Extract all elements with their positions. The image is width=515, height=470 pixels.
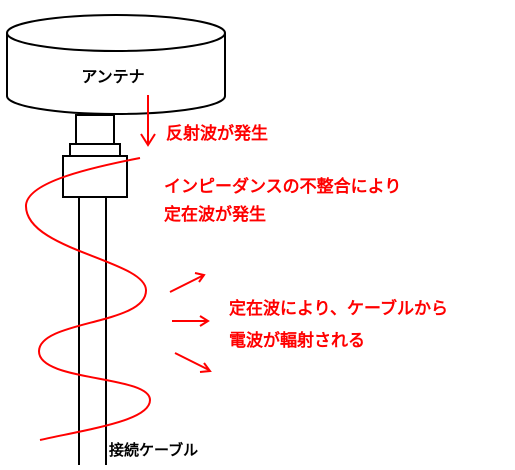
standing-wave-curve <box>24 157 152 441</box>
antenna-body <box>6 14 226 115</box>
reflected-wave-arrow <box>140 95 156 147</box>
radiation-label-line2: 電波が輻射される <box>229 330 365 351</box>
antenna-top <box>6 14 226 52</box>
radiation-arrow-middle <box>172 315 210 327</box>
reflected-wave-label: 反射波が発生 <box>166 123 268 144</box>
standing-wave-label-line2: 定在波が発生 <box>164 204 266 225</box>
antenna-side <box>6 33 226 115</box>
radiation-arrow-lower <box>174 352 212 373</box>
antenna-neck <box>75 114 115 145</box>
connector-ring <box>69 143 121 157</box>
standing-wave-label-line1: インピーダンスの不整合により <box>164 176 401 197</box>
cable-label: 接続ケーブル <box>109 441 198 459</box>
radiation-label-line1: 定在波により、ケーブルから <box>229 298 448 319</box>
radiation-arrow-upper <box>169 272 206 293</box>
antenna-label: アンテナ <box>81 67 144 86</box>
